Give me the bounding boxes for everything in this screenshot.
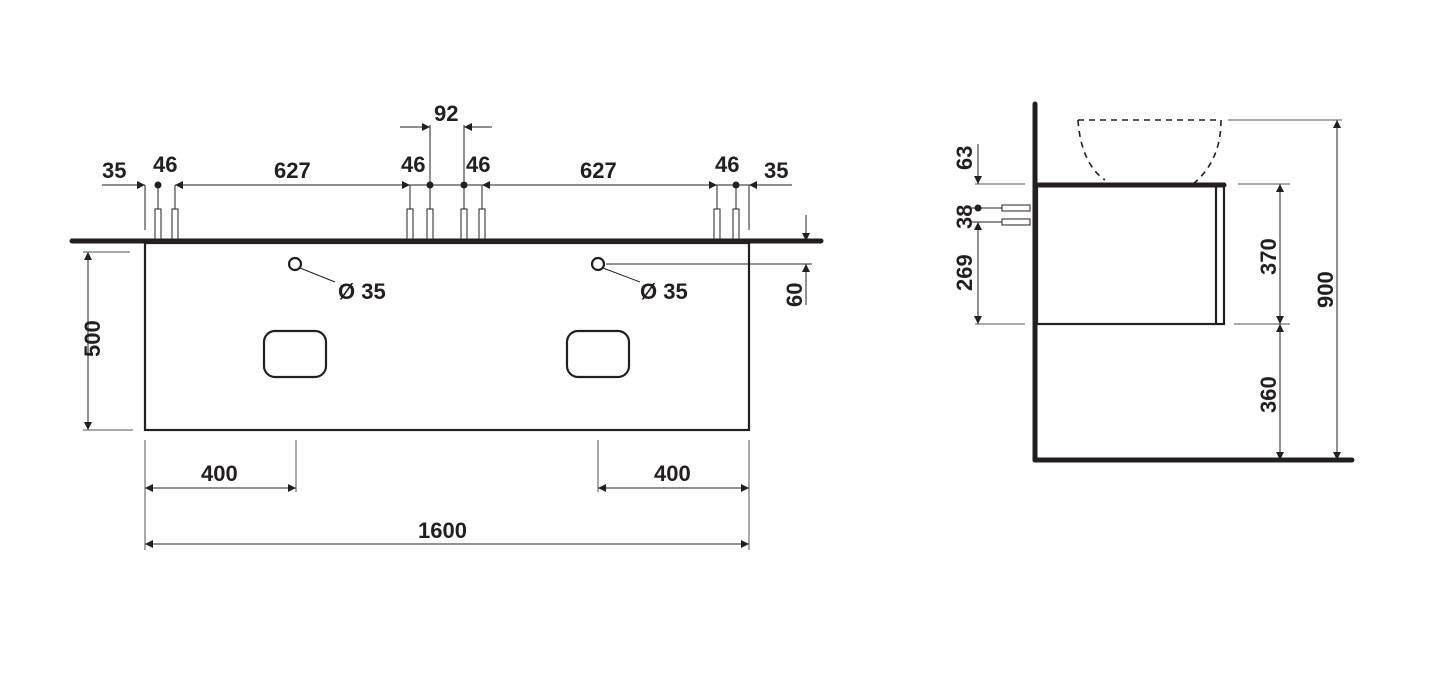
cabinet-side	[1035, 183, 1226, 326]
dim-right-offset: 400	[654, 461, 691, 486]
dim-left-span: 627	[274, 158, 311, 183]
wall-anchors	[144, 125, 750, 241]
cabinet-front	[143, 241, 751, 432]
drawer-handle-left	[262, 329, 328, 379]
dim-bracket-spacing: 38	[952, 205, 977, 229]
dim-center-right-pair: 46	[466, 152, 490, 177]
hole-left-label: Ø 35	[338, 279, 386, 304]
basin-outline	[1077, 119, 1222, 185]
dim-basin-to-top: 63	[952, 146, 977, 170]
dim-left-edge: 35	[102, 158, 126, 183]
dim-right-pair: 46	[715, 152, 739, 177]
dim-below-cabinet: 360	[1256, 376, 1281, 413]
dim-hole-offset: 60	[782, 283, 807, 307]
hole-right	[590, 256, 606, 272]
drawer-handle-right	[565, 329, 631, 379]
dim-right-edge: 35	[764, 158, 788, 183]
dim-cabinet-height: 370	[1256, 238, 1281, 275]
dim-center-left-pair: 46	[401, 152, 425, 177]
dim-right-span: 627	[580, 158, 617, 183]
dim-total-height: 900	[1313, 271, 1338, 308]
dim-total-width: 1600	[418, 518, 467, 543]
dim-left-offset: 400	[201, 461, 238, 486]
dim-height: 500	[80, 320, 105, 357]
dim-left-pair: 46	[153, 152, 177, 177]
front-view: 35 46 627 46 92 46 627 46 35 Ø 35 Ø 35 6…	[69, 101, 824, 550]
dim-bracket-to-bottom: 269	[952, 254, 977, 291]
hole-left	[287, 256, 303, 272]
side-view: 63 38 269 370 360 900	[952, 101, 1355, 463]
dim-center-spacing: 92	[434, 101, 458, 126]
hole-right-label: Ø 35	[640, 279, 688, 304]
